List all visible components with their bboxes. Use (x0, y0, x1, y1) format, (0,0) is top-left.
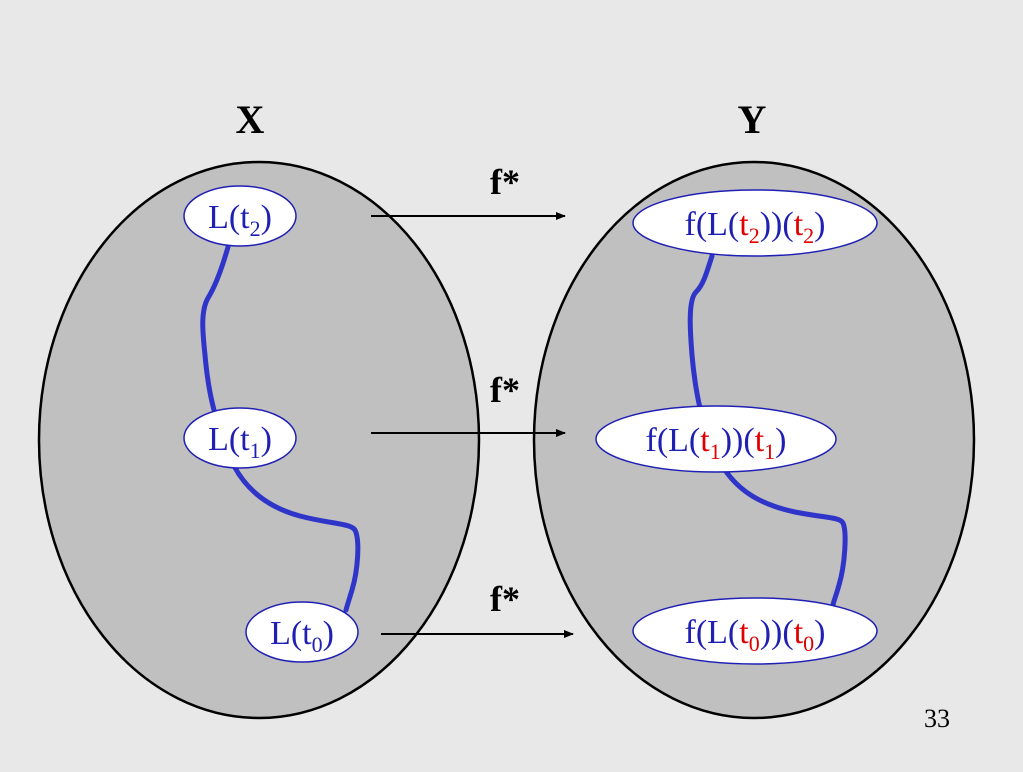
node-y-t1-label: f(L(t1))(t1) (646, 422, 787, 464)
set-y-label: Y (738, 97, 767, 142)
node-y-t2 (632, 189, 878, 257)
node-y-t1 (595, 405, 837, 473)
page-number: 33 (924, 704, 950, 733)
node-y-t2-label: f(L(t2))(t2) (685, 206, 826, 248)
path-x (200, 244, 361, 613)
arrow-middle-label: f* (490, 370, 520, 410)
arrow-top-label: f* (490, 162, 520, 202)
node-x-t2 (183, 185, 297, 247)
set-x-label: X (236, 97, 265, 142)
node-x-t0 (245, 601, 359, 663)
node-y-t0 (632, 597, 878, 665)
node-x-t2-label: L(t2) (208, 199, 272, 241)
path-y (687, 253, 848, 608)
node-x-t1-label: L(t1) (208, 421, 272, 463)
node-x-t1 (183, 407, 297, 469)
arrow-bottom-label: f* (490, 579, 520, 619)
node-y-t0-label: f(L(t0))(t0) (685, 614, 826, 656)
node-x-t0-label: L(t0) (270, 615, 334, 657)
